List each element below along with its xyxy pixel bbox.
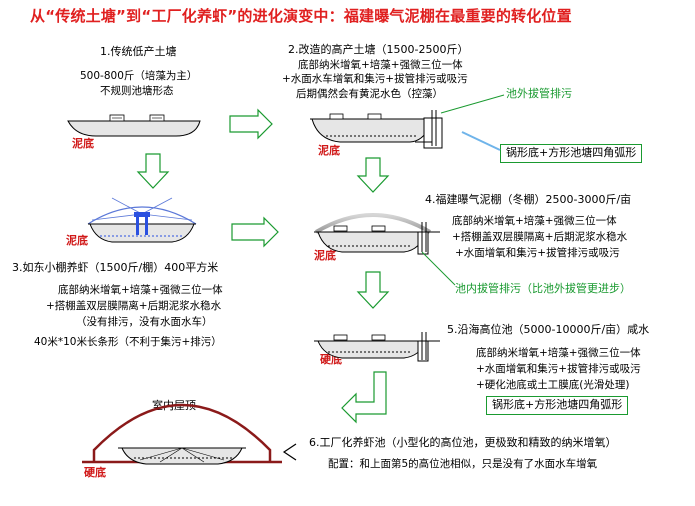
arrow-4-to-5 bbox=[356, 271, 390, 309]
stage1-line2: 不规则池塘形态 bbox=[100, 85, 174, 97]
stage4-pond bbox=[314, 213, 440, 255]
stage1-heading: 1.传统低产土塘 bbox=[100, 45, 177, 58]
stage2-line1: 底部纳米增氧+培藻+强微三位一体 bbox=[298, 59, 463, 71]
stage3-line3: （没有排污，没有水面水车） bbox=[76, 316, 213, 328]
stage3-bottom-label: 泥底 bbox=[66, 234, 88, 247]
stage2-bottom-label: 泥底 bbox=[318, 144, 340, 157]
page-title: 从“传统土塘”到“工厂化养虾”的进化演变中：福建曝气泥棚在最重要的转化位置 bbox=[30, 7, 572, 25]
arrow-1-to-2 bbox=[229, 108, 273, 140]
stage3-pond bbox=[87, 197, 197, 243]
stage3-line1: 底部纳米增氧+培藻+强微三位一体 bbox=[58, 284, 223, 296]
stage5-pond bbox=[314, 332, 440, 362]
stage5-note: 锅形底+方形池塘四角弧形 bbox=[486, 396, 629, 415]
stage5-heading: 5.沿海高位池（5000-10000斤/亩）咸水 bbox=[447, 323, 650, 336]
stage5-line3: +硬化池底或土工膜底(光滑处理) bbox=[476, 379, 630, 391]
stage6-line1: 配置：和上面第5的高位池相似，只是没有了水面水车增氧 bbox=[328, 458, 598, 470]
stage3-line2: +搭棚盖双层膜隔离+后期泥浆水稳水 bbox=[46, 300, 222, 312]
stage3-line4: 40米*10米长条形（不利于集污+排污） bbox=[34, 336, 222, 348]
arrow-3-to-4 bbox=[231, 216, 279, 248]
arrow-1-to-3 bbox=[136, 153, 170, 189]
stage2-line3: 后期偶然会有黄泥水色（控藻） bbox=[296, 88, 443, 100]
stage4-line2: +搭棚盖双层膜隔离+后期泥浆水稳水 bbox=[452, 231, 628, 243]
stage6-pond bbox=[82, 403, 282, 465]
stage5-line1: 底部纳米增氧+培藻+强微三位一体 bbox=[476, 347, 641, 359]
stage6-bottom-label: 硬底 bbox=[84, 466, 106, 479]
stage2-heading: 2.改造的高产土塘（1500-2500斤） bbox=[288, 43, 469, 56]
stage2-callout-leader bbox=[440, 94, 505, 114]
stage3-heading: 3.如东小棚养虾（1500斤/棚）400平方米 bbox=[12, 261, 219, 274]
stage2-pond bbox=[310, 110, 443, 149]
stage4-heading: 4.福建曝气泥棚（冬棚）2500-3000斤/亩 bbox=[425, 193, 632, 206]
stage2-line2: +水面水车增氧和集污+拔管排污或吸污 bbox=[282, 73, 468, 85]
stage5-line2: +水面增氧和集污+拔管排污或吸污 bbox=[476, 363, 641, 375]
stage4-bottom-label: 泥底 bbox=[314, 249, 336, 262]
arrow-2-to-4 bbox=[356, 157, 390, 193]
stage4-line1: 底部纳米增氧+培藻+强微三位一体 bbox=[452, 215, 617, 227]
stage2-note: 锅形底+方形池塘四角弧形 bbox=[500, 144, 643, 163]
stage1-line1: 500-800斤（培藻为主） bbox=[80, 70, 198, 82]
stage4-callout-leader bbox=[421, 251, 456, 286]
stage6-heading: 6.工厂化养虾池（小型化的高位池，更极致和精致的纳米增氧） bbox=[309, 436, 617, 449]
stage1-bottom-label: 泥底 bbox=[72, 137, 94, 150]
stage2-note-pointer bbox=[461, 131, 501, 151]
stage2-callout: 池外拔管排污 bbox=[506, 87, 572, 100]
stage4-line3: +水面增氧和集污+拔管排污或吸污 bbox=[455, 247, 620, 259]
arrow-5-to-6 bbox=[341, 371, 387, 424]
stage4-callout: 池内拔管排污（比池外拔管更进步） bbox=[455, 282, 631, 295]
stage1-pond bbox=[67, 114, 201, 137]
arrow-6-pointer bbox=[282, 443, 297, 461]
